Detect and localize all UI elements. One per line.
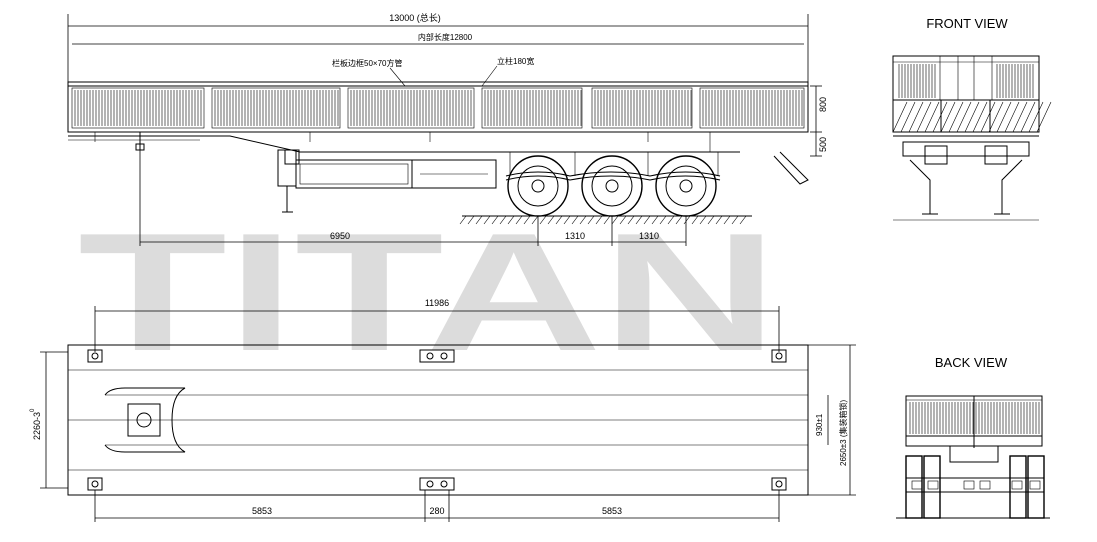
twistlock-span-label: 11986	[425, 298, 449, 308]
side-view: 13000 (总长) 内部长度12800 栏板边框50×70方管 立柱180宽	[67, 12, 828, 246]
dim-axle-spacing-2: 1310	[639, 231, 659, 241]
dim-axle-spacing-1: 1310	[565, 231, 585, 241]
pillar-note: 立柱180宽	[497, 56, 534, 66]
dim-kingpin-to-axle: 6950	[330, 231, 350, 241]
overall-length-label: 13000 (总长)	[389, 12, 441, 23]
dim-left-label: 5853	[252, 506, 272, 516]
back-view: BACK VIEW	[896, 355, 1050, 519]
width-outer-label: 2260-3	[32, 412, 42, 440]
front-view-title: FRONT VIEW	[926, 16, 1008, 31]
front-view: FRONT VIEW	[892, 16, 1052, 221]
back-view-title: BACK VIEW	[935, 355, 1008, 370]
width-outer-superscript: 0	[30, 408, 36, 412]
width-inner-label: 2650±3 (集装箱锁)	[838, 399, 848, 466]
height-upper-label: 800	[818, 97, 828, 112]
inner-length-label: 内部长度12800	[418, 32, 473, 42]
height-lower-label: 500	[818, 137, 828, 152]
width-inner-frame-label: 930±1	[815, 413, 824, 436]
dim-right-label: 5853	[602, 506, 622, 516]
dim-mid-label: 280	[429, 506, 444, 516]
top-view: 11986 2260-3 0 930±1 2650±	[30, 298, 856, 522]
watermark: TITAN	[78, 198, 778, 386]
side-board-note: 栏板边框50×70方管	[332, 58, 402, 68]
